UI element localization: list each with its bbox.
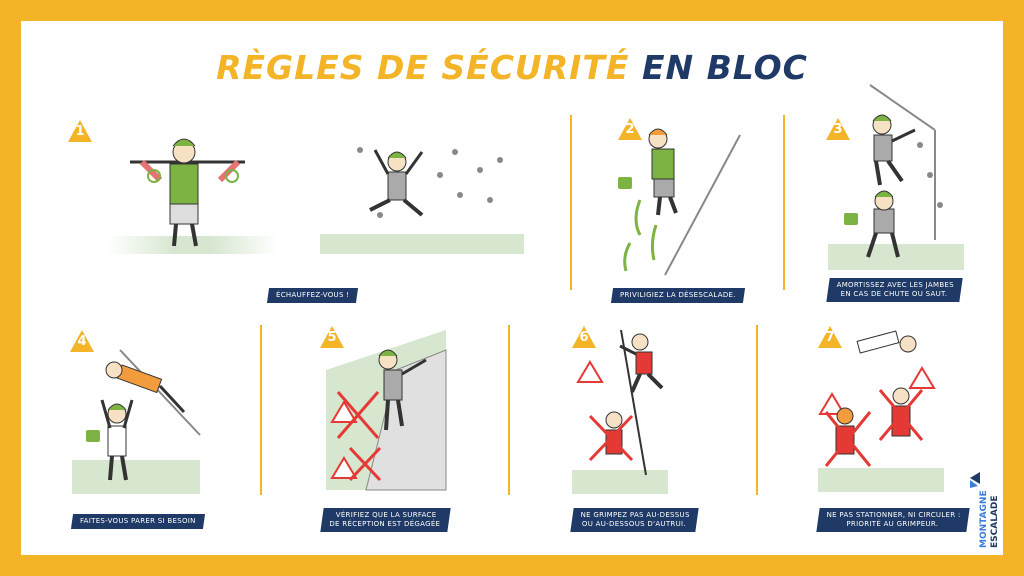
- step-badge-2: 2: [618, 118, 642, 140]
- title-part-2: EN BLOC: [641, 48, 808, 87]
- separator: [570, 115, 572, 290]
- poster-title: RÈGLES DE SÉCURITÉ EN BLOC: [0, 48, 1024, 87]
- floor-6: [572, 470, 668, 494]
- step-badge-7: 7: [818, 326, 842, 348]
- step-badge-1: 1: [68, 120, 92, 142]
- caption-step-2: PRIVILIGIEZ LA DÉSESCALADE.: [610, 288, 745, 303]
- floor-4: [72, 460, 200, 494]
- logo-mountain-icon: MONTAGNE ESCALADE: [970, 472, 1000, 548]
- illustration-step-1-warmup: [130, 138, 245, 247]
- logo-text-2: ESCALADE: [990, 495, 1000, 548]
- step-badge-4: 4: [70, 330, 94, 352]
- separator: [756, 325, 758, 495]
- illustration-step-1-climber: [357, 147, 503, 218]
- logo-text-1: MONTAGNE: [979, 490, 989, 548]
- caption-step-7: NE PAS STATIONNER, NI CIRCULER :PRIORITÉ…: [816, 508, 970, 532]
- step-badge-6: 6: [572, 326, 596, 348]
- illustration-step-5-clear-surface: [326, 330, 447, 491]
- montagne-escalade-logo: MONTAGNE ESCALADE: [968, 472, 1004, 550]
- floor-1b: [320, 234, 524, 254]
- illustration-step-6-not-above-below: [576, 329, 664, 476]
- caption-step-4: FAITES-VOUS PARER SI BESOIN: [70, 514, 205, 529]
- floor-1a: [108, 236, 278, 254]
- caption-step-1: ÉCHAUFFEZ-VOUS !: [266, 288, 359, 303]
- floor-7: [818, 468, 944, 492]
- step-badge-5: 5: [320, 326, 344, 348]
- separator: [508, 325, 510, 495]
- illustration-step-4-spotting: [86, 349, 201, 481]
- title-part-1: RÈGLES DE SÉCURITÉ: [216, 48, 630, 87]
- illustration-step-2-downclimb: [618, 128, 741, 276]
- separator: [783, 115, 785, 290]
- illustration-step-7-no-standing: [818, 330, 936, 467]
- step-badge-3: 3: [826, 118, 850, 140]
- separator: [260, 325, 262, 495]
- illustration-step-3-landing: [844, 84, 943, 258]
